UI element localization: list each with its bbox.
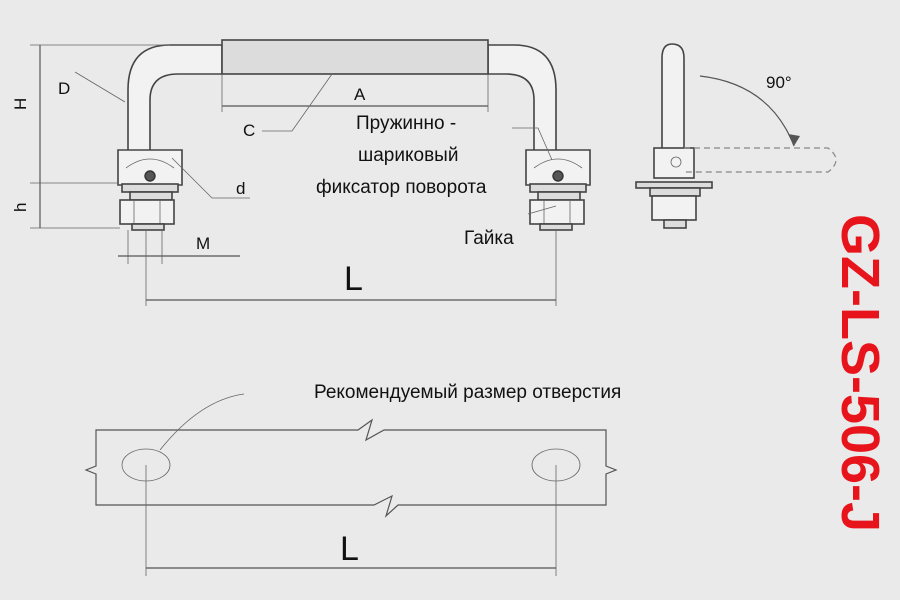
dimension-label-A: A xyxy=(354,85,366,104)
handle-side-view xyxy=(635,43,837,229)
right-foot xyxy=(525,149,591,231)
dimension-label-D: D xyxy=(58,79,70,98)
dimension-label-C: C xyxy=(243,121,255,140)
rotated-position-outline xyxy=(684,147,837,173)
dimension-label-d: d xyxy=(236,179,245,198)
annotation-spring-ball-lock-line3: фиксатор поворота xyxy=(316,177,487,198)
dimension-label-L-bottom: L xyxy=(340,530,359,568)
handle-front-view xyxy=(117,39,591,231)
left-foot xyxy=(117,149,183,231)
dimension-label-h: h xyxy=(11,203,30,212)
annotation-spring-ball-lock-line1: Пружинно - xyxy=(356,113,456,134)
dimension-label-M: M xyxy=(196,234,210,253)
dimension-label-L-top: L xyxy=(344,260,363,298)
annotation-recommended-hole-size: Рекомендуемый размер отверстия xyxy=(314,382,621,403)
dimension-label-H: H xyxy=(11,98,30,110)
annotation-nut: Гайка xyxy=(464,228,514,249)
front-dimension-lines xyxy=(30,44,557,306)
grip-sleeve xyxy=(221,39,489,75)
angle-label: 90° xyxy=(766,73,792,92)
annotation-spring-ball-lock-line2: шариковый xyxy=(358,145,458,166)
mounting-plate xyxy=(84,393,618,576)
product-code: GZ-LS-506-J xyxy=(830,214,890,532)
